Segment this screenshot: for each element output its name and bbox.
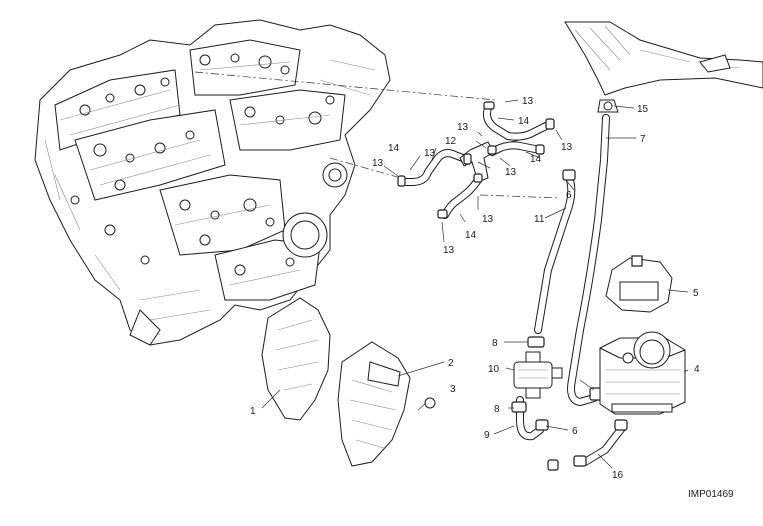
callout-4: 4 [694, 364, 700, 375]
callout-15: 15 [637, 104, 649, 115]
callout-6: 6 [572, 426, 578, 437]
callout-9: 9 [484, 430, 490, 441]
reference-line [329, 157, 416, 183]
canister [599, 331, 686, 415]
screw-3 [417, 397, 436, 411]
hose-clamps [397, 101, 555, 219]
callout-13: 13 [482, 214, 494, 225]
callout-2: 2 [448, 358, 454, 369]
reference-line [479, 194, 561, 199]
callout-5: 5 [693, 288, 699, 299]
filter-valve [513, 351, 563, 399]
frame-corner [564, 21, 763, 96]
callout-7: 7 [640, 134, 646, 145]
callout-14: 14 [530, 154, 542, 165]
callout-3: 3 [450, 384, 456, 395]
reference-line [194, 71, 496, 101]
cover-right [337, 341, 411, 467]
callout-16: 16 [612, 470, 624, 481]
callout-13: 13 [505, 167, 517, 178]
callout-14: 14 [518, 116, 530, 127]
callout-14: 14 [465, 230, 477, 241]
callout-labels: 13 14 13 12 13 14 13 14 13 13 13 14 13 1… [250, 96, 700, 481]
callout-11: 11 [534, 214, 545, 225]
leader-lines [261, 99, 689, 469]
callout-8: 8 [492, 338, 498, 349]
hose-short [516, 396, 544, 441]
image-code: IMP01469 [688, 489, 734, 500]
callout-13: 13 [457, 122, 469, 133]
callout-13: 13 [372, 158, 384, 169]
callout-13: 13 [561, 142, 573, 153]
callout-14: 14 [388, 143, 400, 154]
cover-left [261, 297, 331, 421]
callout-13: 13 [424, 148, 436, 159]
callout-13: 13 [522, 96, 534, 107]
hose-vent [398, 104, 554, 219]
engine-block [34, 19, 391, 346]
hose-long [534, 114, 610, 406]
callout-1: 1 [250, 406, 256, 417]
drain-hose [547, 419, 628, 471]
callout-6: 6 [566, 190, 572, 201]
canister-bracket [605, 255, 673, 313]
callout-10: 10 [488, 364, 500, 375]
callout-12: 12 [445, 136, 457, 147]
callout-13: 13 [443, 245, 455, 256]
callout-8: 8 [494, 404, 500, 415]
